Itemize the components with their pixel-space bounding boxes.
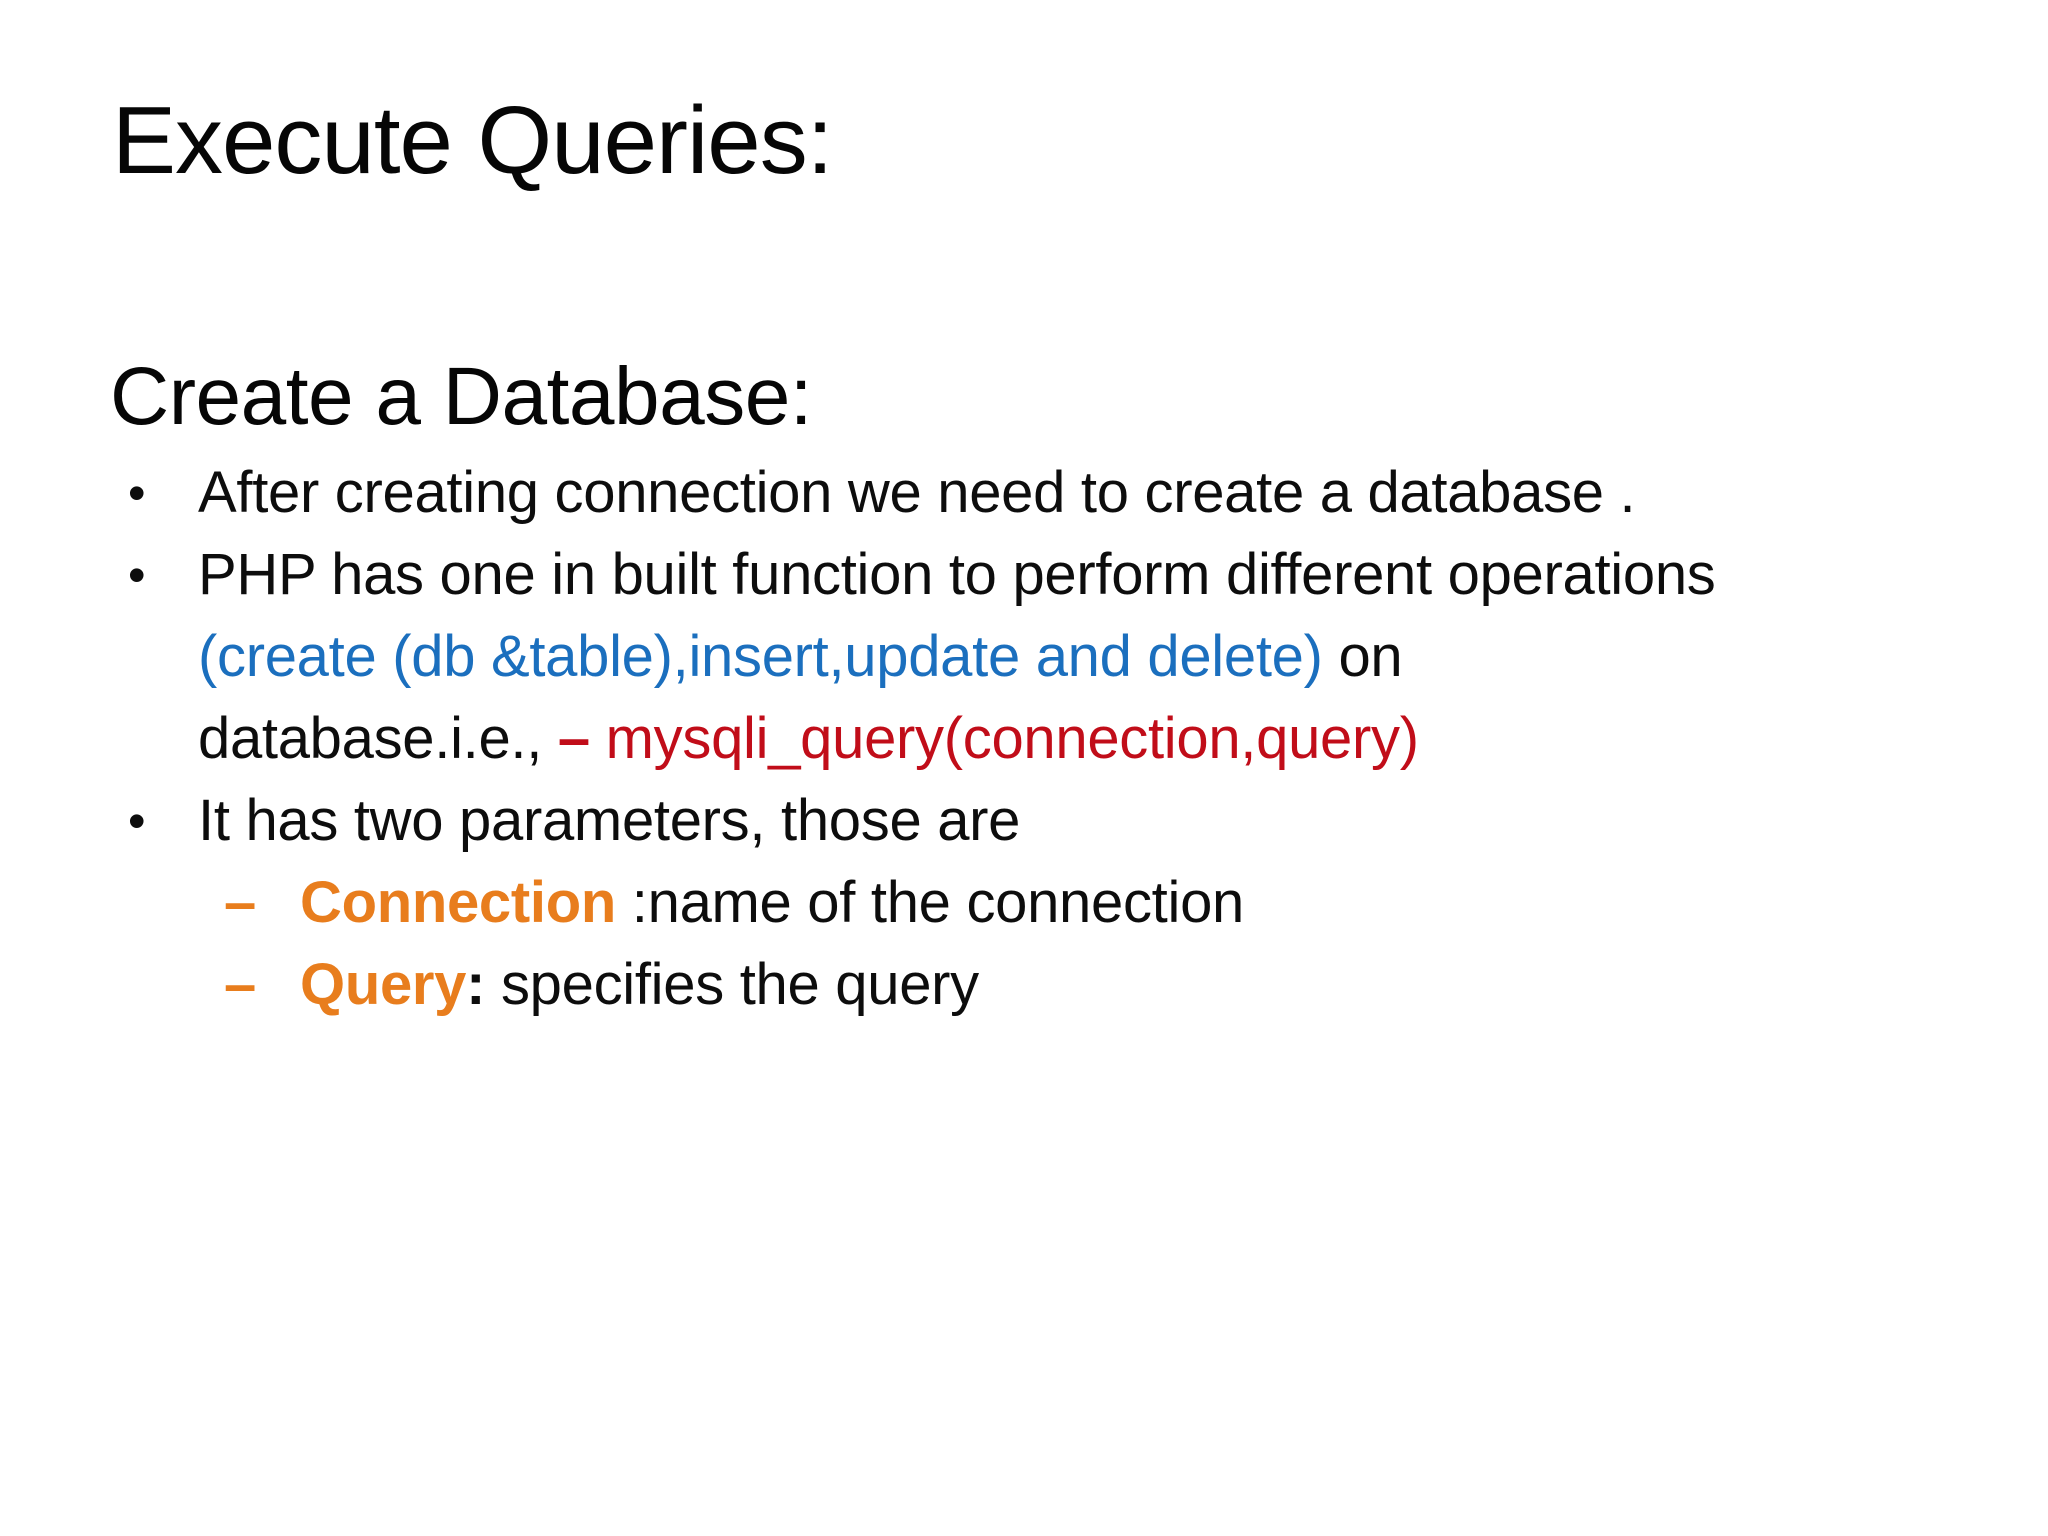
dash-marker-icon: – <box>224 952 256 1017</box>
bullet-marker-icon: • <box>128 793 146 849</box>
bullet-2-line3-black: database.i.e., <box>198 706 558 771</box>
query-label: Query <box>300 952 467 1017</box>
bullet-2-red-segment: mysqli_query(connection,query) <box>605 706 1419 771</box>
bullet-3-text: It has two parameters, those are <box>198 788 1021 853</box>
bullet-item-1: • After creating connection we need to c… <box>110 452 2048 534</box>
bullet-1-text: After creating connection we need to cre… <box>198 460 1636 525</box>
bullet-2-line2-rest: on <box>1322 624 1403 689</box>
section-heading: Create a Database: <box>110 351 813 442</box>
slide-title: Execute Queries: <box>112 87 833 194</box>
connection-description: :name of the connection <box>615 870 1244 935</box>
query-description: specifies the query <box>485 952 979 1017</box>
bullet-marker-icon: • <box>128 547 146 603</box>
bullet-item-2: • PHP has one in built function to perfo… <box>110 534 2048 780</box>
bullet-2-text: PHP has one in built function to perform… <box>198 534 2048 780</box>
sub-bullet-connection: – Connection :name of the connection <box>218 862 2048 944</box>
connection-label: Connection <box>300 870 616 935</box>
bullet-item-3: • It has two parameters, those are <box>110 780 2048 862</box>
bullet-marker-icon: • <box>128 465 146 521</box>
bullet-2-blue-segment: (create (db &table),insert,update and de… <box>198 624 1323 689</box>
bullet-2-red-dash: – <box>557 706 606 771</box>
bullet-list: • After creating connection we need to c… <box>110 452 2048 1026</box>
bullet-2-line1: PHP has one in built function to perform… <box>198 542 1716 607</box>
sub-bullet-query: – Query: specifies the query <box>218 944 2048 1026</box>
query-colon: : <box>466 952 486 1017</box>
dash-marker-icon: – <box>224 870 256 935</box>
